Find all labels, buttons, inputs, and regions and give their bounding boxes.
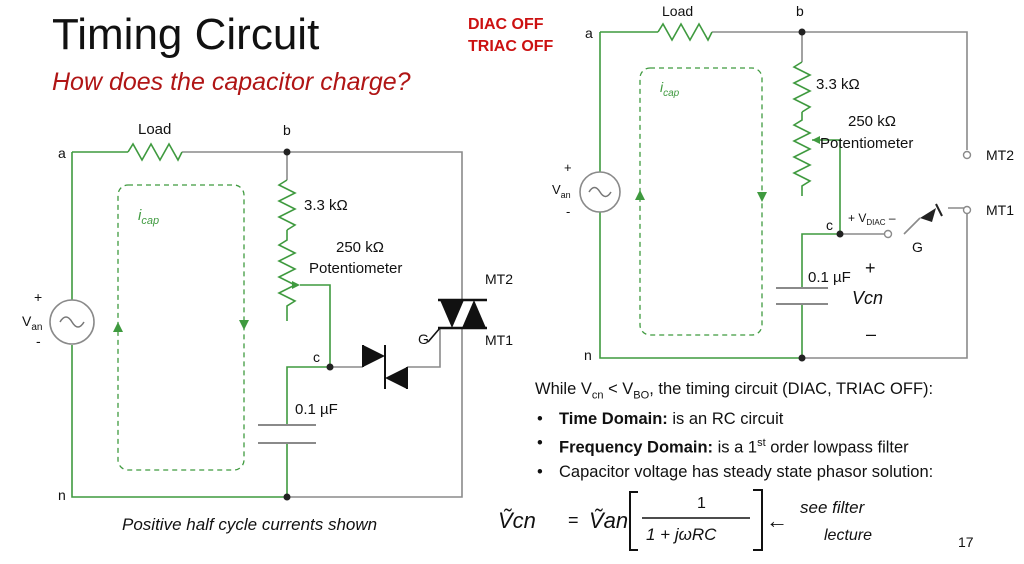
hand-cap-plus: + [865, 258, 876, 278]
right-potentiometer [792, 112, 812, 196]
hand-arrow: ← [766, 508, 788, 533]
hand-eq-num: 1 [697, 495, 706, 512]
left-load-resistor [127, 142, 183, 162]
hand-eq-den: 1 + jωRC [646, 525, 717, 544]
right-mt1-label: MT1 [986, 202, 1014, 218]
left-node-n: n [58, 487, 66, 503]
right-wire-bottom [802, 214, 968, 359]
right-res-label: 3.3 kΩ [816, 76, 860, 93]
right-ac-wave [588, 186, 612, 198]
right-pot-wiper-arrow [812, 136, 820, 144]
hand-eq-van: Ṽan [589, 508, 628, 533]
left-node-n-dot [283, 493, 291, 501]
left-node-a: a [58, 145, 66, 161]
right-diac-voltage: + VDIAC – [848, 211, 896, 227]
diagram-caption: Positive half cycle currents shown [122, 515, 378, 534]
hand-eq-lhs: Ṽcn [498, 508, 536, 533]
right-diac [920, 203, 943, 222]
hand-note-2: lecture [824, 527, 872, 544]
right-wire-top-b [712, 31, 968, 150]
hand-vcn: Vcn [852, 288, 883, 308]
left-icap-label: icap [138, 207, 159, 227]
left-node-c-dot [326, 363, 334, 371]
page-number: 17 [958, 534, 974, 550]
right-mt1-terminal [962, 205, 972, 215]
left-wire-diac [330, 328, 441, 368]
right-wire-source [599, 32, 802, 359]
left-src-plus: + [34, 289, 42, 305]
notes-bullet-phasor: Capacitor voltage has steady state phaso… [537, 460, 933, 484]
notes-bullet-frequency-domain: Frequency Domain: is a 1st order lowpass… [537, 431, 933, 460]
right-load-resistor [657, 22, 713, 42]
right-wire-pot-to-c [812, 139, 841, 234]
hand-eq-equals: = [568, 510, 579, 530]
right-node-a: a [585, 25, 593, 41]
left-gate-label: G [418, 331, 429, 347]
left-src-label: Van [22, 313, 42, 333]
right-node-b: b [796, 3, 804, 19]
right-icap-label: icap [660, 79, 680, 99]
right-node-c: c [826, 217, 833, 233]
right-src-plus: + [564, 160, 572, 175]
left-load-label: Load [138, 121, 171, 138]
right-load-label: Load [662, 3, 693, 19]
notes-bullet-time-domain: Time Domain: is an RC circuit [537, 407, 933, 431]
left-potentiometer [277, 230, 297, 321]
right-icap-arrow-down [757, 192, 767, 202]
right-pot-label: Potentiometer [820, 135, 913, 152]
left-pot-label: Potentiometer [309, 260, 402, 277]
left-triac [427, 298, 487, 343]
right-mt2-terminal [962, 150, 972, 160]
right-node-n-dot [798, 354, 806, 362]
left-node-b-dot [283, 148, 291, 156]
left-node-b: b [283, 122, 291, 138]
right-33k-resistor [792, 61, 812, 113]
left-wire-top-b [182, 151, 463, 300]
slide-title: Timing Circuit [52, 10, 320, 59]
right-gate-label: G [912, 239, 923, 255]
left-pot-value: 250 kΩ [336, 239, 384, 256]
left-wire-source [71, 152, 287, 498]
left-node-c: c [313, 349, 320, 365]
right-mt2-label: MT2 [986, 147, 1014, 163]
left-wire-pot-to-c [300, 284, 331, 367]
right-pot-value: 250 kΩ [848, 113, 896, 130]
left-icap-arrow-down [239, 320, 249, 330]
right-node-n: n [584, 347, 592, 363]
right-diac-terminal-c [883, 229, 893, 239]
left-icap-arrow-up [113, 322, 123, 332]
left-33k-resistor [277, 179, 297, 231]
right-icap-arrow-up [635, 190, 645, 200]
right-icap-loop [639, 67, 763, 336]
right-cap-label: 0.1 µF [808, 269, 851, 286]
left-mt2-label: MT2 [485, 271, 513, 287]
notes-block: While Vcn < VBO, the timing circuit (DIA… [535, 377, 933, 484]
slide-subtitle: How does the capacitor charge? [52, 68, 411, 96]
right-wire-cap [801, 233, 840, 358]
status-label: DIAC OFF TRIAC OFF [468, 14, 553, 58]
left-res-label: 3.3 kΩ [304, 197, 348, 214]
left-ac-wave [59, 316, 85, 328]
right-node-c-dot [836, 230, 844, 238]
status-triac: TRIAC OFF [468, 38, 554, 55]
right-src-minus: - [566, 204, 570, 219]
right-src-label: Van [552, 182, 571, 200]
left-mt1-label: MT1 [485, 332, 513, 348]
right-node-b-dot [798, 28, 806, 36]
status-diac: DIAC OFF [468, 16, 544, 33]
left-wire-bottom [287, 328, 463, 498]
hand-bracket-right [753, 489, 763, 551]
left-pot-wiper-arrow [292, 281, 300, 289]
hand-bracket-left [629, 491, 638, 551]
notes-list: Time Domain: is an RC circuit Frequency … [535, 407, 933, 484]
hand-note-1: see filter [800, 498, 866, 517]
notes-intro: While Vcn < VBO, the timing circuit (DIA… [535, 380, 934, 402]
left-cap-label: 0.1 µF [295, 401, 338, 418]
left-src-minus: - [36, 333, 41, 349]
left-wire-cap [286, 366, 330, 497]
hand-cap-minus: – [866, 324, 876, 344]
left-diac [362, 345, 408, 389]
